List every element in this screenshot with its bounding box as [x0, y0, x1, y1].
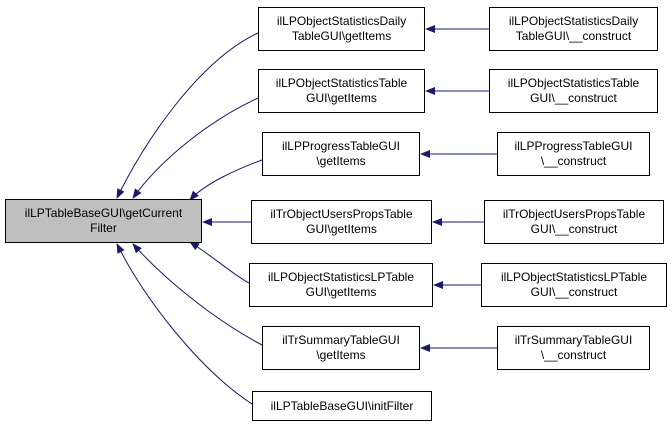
constructor-node-label-line: ilLPObjectStatisticsTable — [507, 76, 640, 90]
caller-node-label-line: ilTrObjectUsersPropsTable — [270, 207, 413, 221]
constructor-node-label-line: \__construct — [540, 348, 607, 362]
caller-node-label-line: ilLPObjectStatisticsTable — [275, 76, 408, 90]
caller-node-label-line: TableGUI\getItems — [291, 29, 392, 43]
call-edge — [116, 243, 253, 405]
constructor-node-label-line: GUI\__construct — [530, 91, 617, 105]
caller-node-label-line: ilLPObjectStatisticsDaily — [276, 14, 407, 28]
constructor-node-label-line: ilLPObjectStatisticsDaily — [508, 14, 639, 28]
call-edge — [132, 243, 263, 346]
caller-node-label-line: ilLPObjectStatisticsLPTable — [267, 270, 415, 284]
call-edge — [189, 241, 250, 284]
caller-node[interactable]: ilLPProgressTableGUI\getItems — [262, 132, 420, 176]
call-edge — [132, 97, 259, 199]
caller-node-label-line: ilTrSummaryTableGUI — [282, 333, 400, 347]
caller-node-label-line: \getItems — [316, 348, 366, 362]
root-node-label-line: Filter — [90, 221, 117, 235]
constructor-node-label-line: ilTrSummaryTableGUI — [514, 333, 633, 347]
constructor-node-label-line: \__construct — [540, 154, 607, 168]
caller-node-label-line: ilLPTableBaseGUI\initFilter — [270, 398, 414, 413]
caller-node-label-line: GUI\getItems — [306, 91, 377, 105]
caller-node-label-line: \getItems — [316, 154, 366, 168]
constructor-node-label-line: TableGUI\__construct — [515, 29, 632, 43]
caller-node-label-line: ilLPProgressTableGUI — [281, 139, 401, 153]
call-edge — [189, 159, 263, 201]
constructor-node[interactable]: ilLPProgressTableGUI\__construct — [497, 132, 650, 176]
caller-node[interactable]: ilTrSummaryTableGUI\getItems — [262, 326, 420, 370]
caller-node[interactable]: ilLPTableBaseGUI\initFilter — [252, 391, 432, 421]
constructor-node-label-line: ilTrObjectUsersPropsTable — [502, 207, 646, 221]
root-node-label-line: ilLPTableBaseGUI\getCurrent — [24, 206, 183, 220]
constructor-node[interactable]: ilTrSummaryTableGUI\__construct — [497, 326, 650, 370]
constructor-node-label-line: GUI\__construct — [530, 222, 618, 236]
constructor-node-label-line: ilLPObjectStatisticsLPTable — [500, 270, 648, 284]
constructor-node-label-line: GUI\__construct — [530, 285, 618, 299]
caller-node-label-line: GUI\getItems — [305, 285, 377, 299]
call-edge — [116, 32, 259, 199]
constructor-node-label-line: ilLPProgressTableGUI — [514, 139, 633, 153]
caller-node-label-line: GUI\getItems — [306, 222, 377, 236]
